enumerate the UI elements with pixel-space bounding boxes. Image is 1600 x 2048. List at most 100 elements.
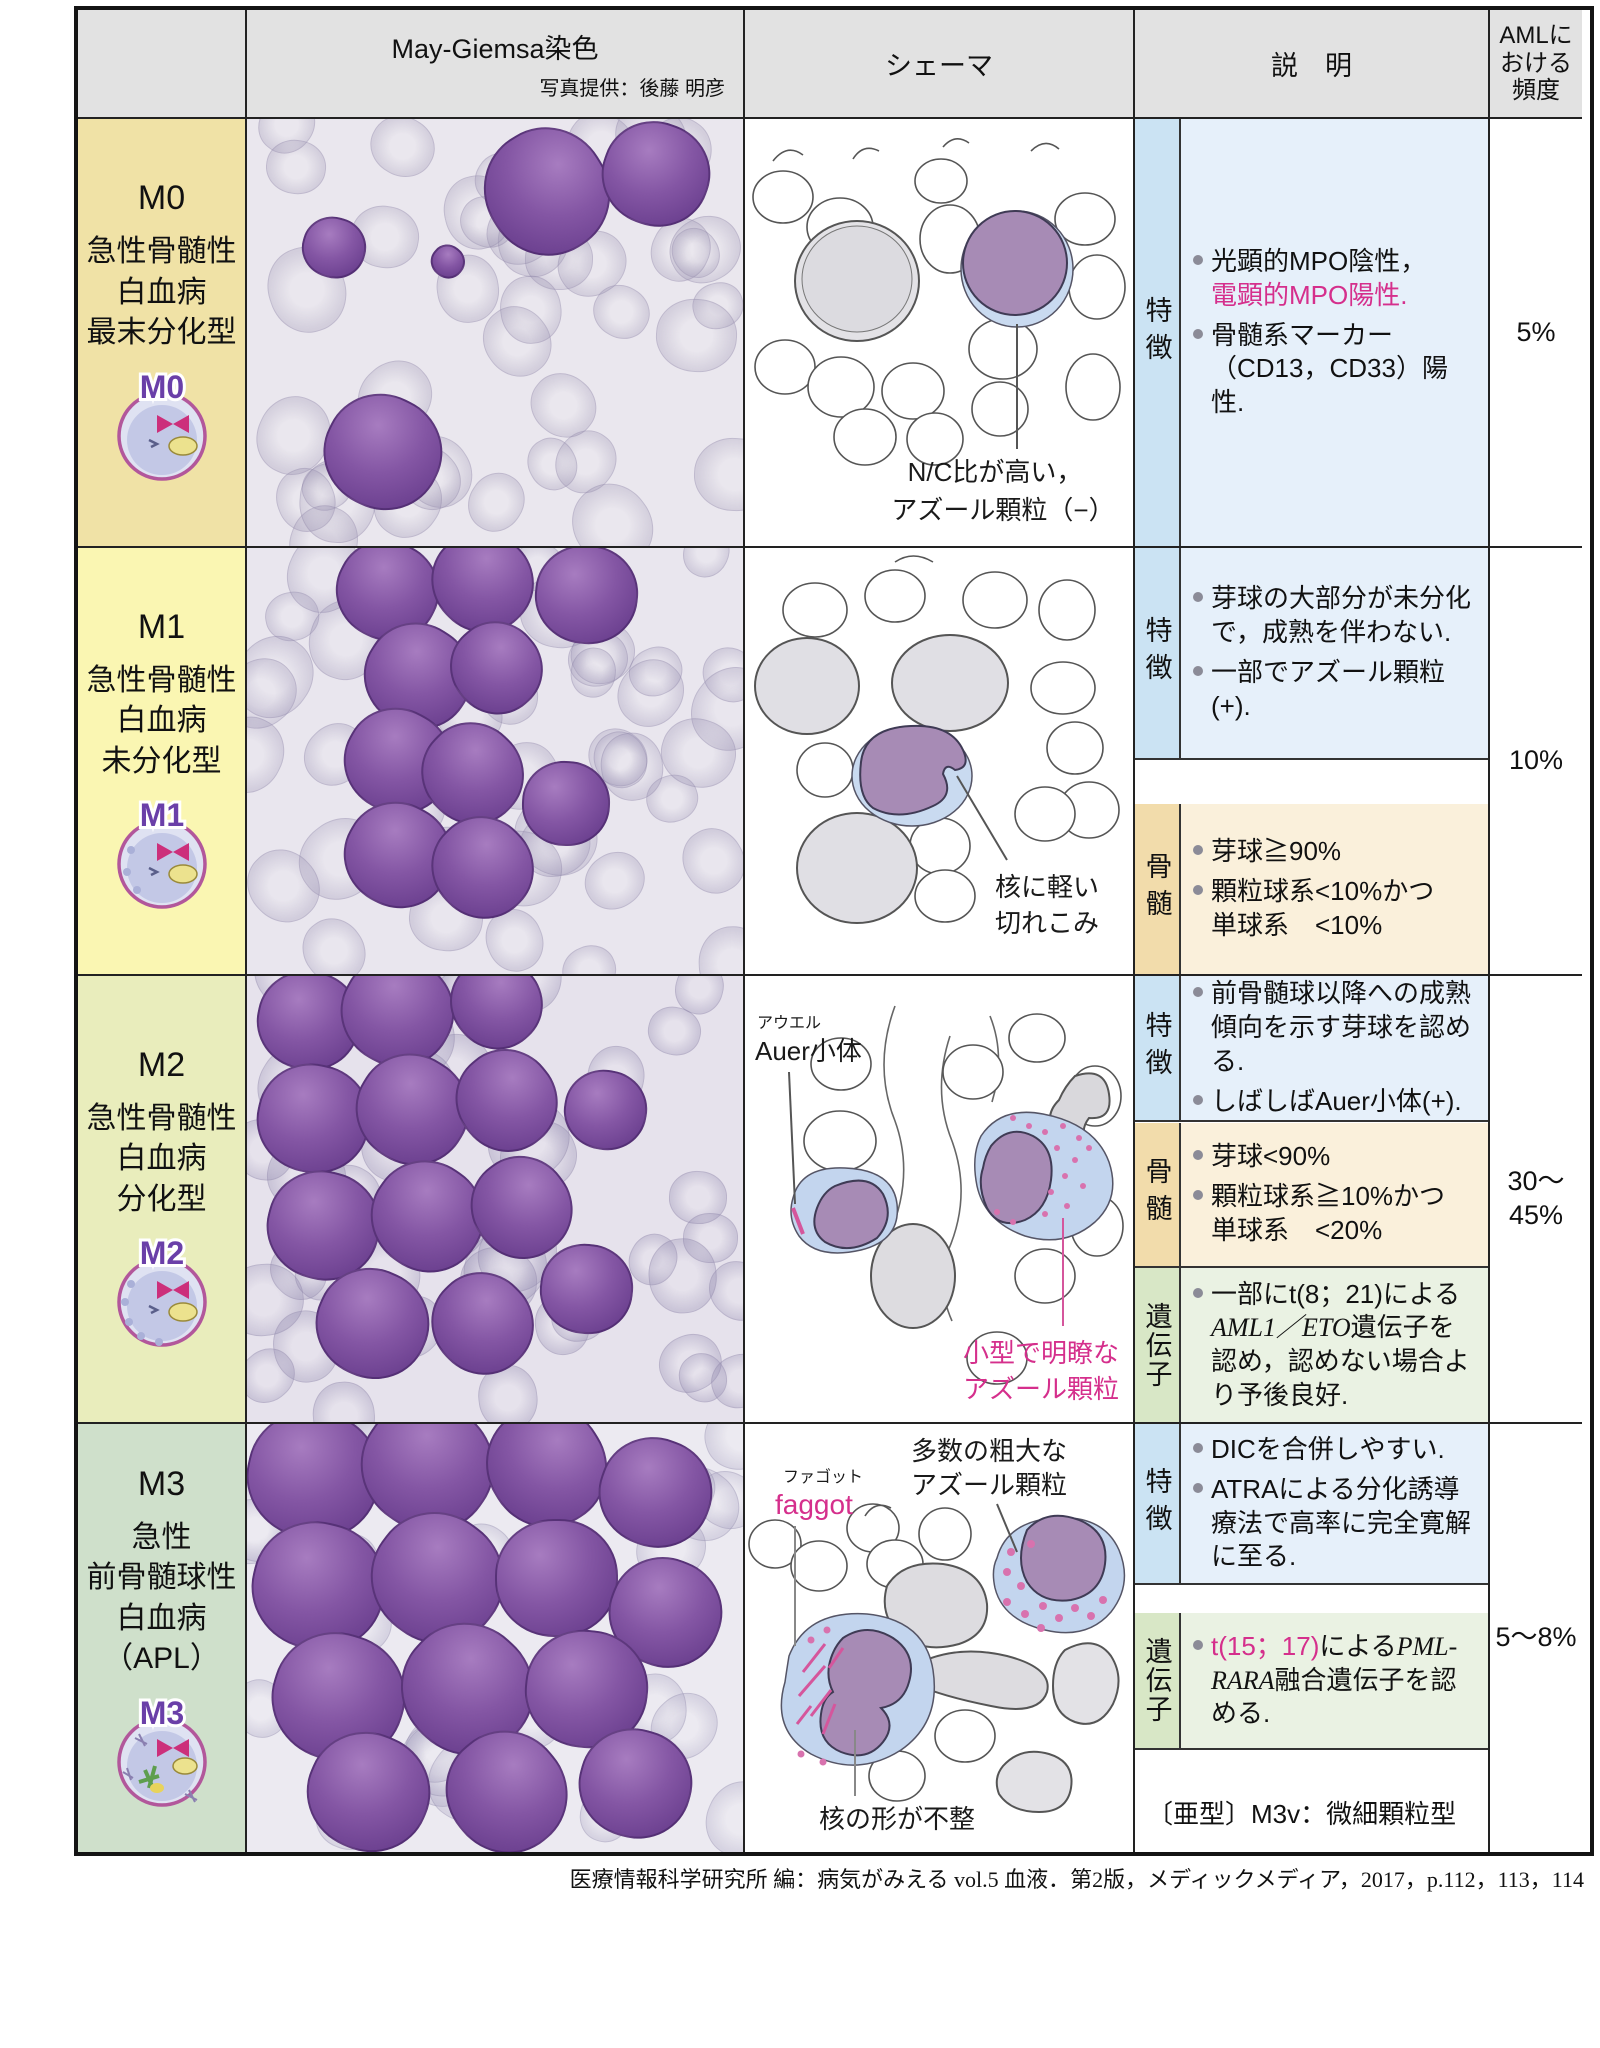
- svg-text:アズール顆粒（−）: アズール顆粒（−）: [891, 495, 1114, 525]
- list-item: DICを合併しやすい.: [1193, 1433, 1480, 1467]
- m0-photo-cell: [247, 119, 745, 548]
- m3-feature-content: DICを合併しやすい. ATRAによる分化誘導療法で高率に完全寛解に至る.: [1181, 1424, 1488, 1585]
- m0-cell-icon: M0: [116, 366, 207, 481]
- m0-may-giemsa-photo: [247, 119, 743, 546]
- m2-feature-label: 特徴: [1135, 976, 1181, 1122]
- m2-schema-cell: アウエル Auer小体 小型で明瞭な アズール顆粒: [745, 976, 1135, 1424]
- m1-may-giemsa-photo: [247, 548, 743, 974]
- m2-name-line: 急性骨髄性: [86, 1101, 237, 1135]
- row-label-m3: M3 急性 前骨髄球性 白血病（APL） M3: [78, 1424, 247, 1852]
- list-item: t(15；17)によるPML-RARA融合遺伝子を認める.: [1193, 1630, 1480, 1731]
- svg-text:小型で明瞭な: 小型で明瞭な: [963, 1338, 1119, 1368]
- header-photo-column: May-Giemsa染色 写真提供：後藤 明彦: [247, 10, 745, 119]
- m3-may-giemsa-photo: [247, 1424, 743, 1852]
- header-frequency-column: AMLに おける 頻度: [1490, 10, 1582, 119]
- row-label-m0: M0 急性骨髄性 白血病 最末分化型 M0: [78, 119, 247, 548]
- m1-name-line: 白血病: [116, 704, 207, 738]
- m3-schema-drawing: 多数の粗大な アズール顆粒 ファゴット faggot 核の形が不整: [748, 1436, 1126, 1834]
- svg-text:アズール顆粒: アズール顆粒: [911, 1470, 1067, 1500]
- m1-schema-cell: 核に軽い 切れこみ: [745, 548, 1135, 976]
- frequency-value: 5%: [1516, 316, 1556, 347]
- m2-marrow-content: 芽球<90% 顆粒球系≧10%かつ単球系 <20%: [1181, 1122, 1488, 1268]
- m0-code: M0: [137, 179, 186, 218]
- m3-subtype-note: 〔亜型〕M3v：微細顆粒型: [1135, 1778, 1488, 1852]
- m0-description: 特徴 光顕的MPO陰性，電顕的MPO陽性. 骨髄系マーカー（CD13，CD33）…: [1135, 119, 1490, 548]
- m0-schema-cell: N/C比が高い， アズール顆粒（−）: [745, 119, 1135, 548]
- bullet-icon: [1193, 845, 1203, 856]
- list-item: 芽球の大部分が未分化で，成熟を伴わない.: [1193, 582, 1480, 650]
- svg-text:多数の粗大な: 多数の粗大な: [911, 1436, 1067, 1466]
- svg-text:核の形が不整: 核の形が不整: [819, 1804, 975, 1834]
- photo-column-title: May-Giemsa染色: [391, 33, 599, 64]
- bullet-icon: [1193, 1639, 1203, 1650]
- m2-frequency: 30〜 45%: [1490, 976, 1582, 1424]
- bullet-icon: [1193, 1190, 1203, 1201]
- svg-text:Auer小体: Auer小体: [755, 1036, 862, 1066]
- header-schema-column: シェーマ: [745, 10, 1135, 119]
- frequency-value: 45%: [1508, 1200, 1564, 1230]
- m2-may-giemsa-photo: [247, 976, 743, 1422]
- list-item: 芽球≧90%: [1193, 835, 1480, 869]
- bullet-icon: [1193, 666, 1203, 676]
- m0-schema-drawing: N/C比が高い， アズール顆粒（−）: [752, 138, 1126, 525]
- header-rowlabel-spacer: [78, 10, 247, 119]
- frequency-value: 10%: [1508, 745, 1564, 776]
- m1-code: M1: [137, 607, 186, 646]
- svg-text:アズール顆粒: アズール顆粒: [963, 1374, 1119, 1404]
- freq-title-line: 頻度: [1512, 77, 1560, 105]
- frequency-value: 30〜: [1507, 1166, 1565, 1197]
- list-item: 前骨髄球以降への成熟傾向を示す芽球を認める.: [1193, 977, 1480, 1078]
- svg-text:アウエル: アウエル: [757, 1014, 821, 1032]
- photo-credit: 写真提供：後藤 明彦: [539, 77, 725, 100]
- svg-text:M2: M2: [139, 1235, 183, 1271]
- m3-gene-label: 遺伝子: [1135, 1613, 1181, 1751]
- m0-name-line: 急性骨髄性: [86, 235, 237, 269]
- citation: 医療情報科学研究所 編：病気がみえる vol.5 血液．第2版，メディックメディ…: [569, 1867, 1584, 1892]
- m0-feature-label: 特徴: [1135, 119, 1181, 546]
- list-item: しばしばAuer小体(+).: [1193, 1085, 1480, 1119]
- m3-schema-cell: 多数の粗大な アズール顆粒 ファゴット faggot 核の形が不整: [745, 1424, 1135, 1852]
- m2-cell-icon: M2: [116, 1232, 207, 1347]
- svg-text:M1: M1: [139, 797, 183, 833]
- m0-feature-content: 光顕的MPO陰性，電顕的MPO陽性. 骨髄系マーカー（CD13，CD33）陽性.: [1181, 119, 1488, 546]
- list-item: 一部でアズール顆粒(+).: [1193, 656, 1480, 724]
- row-label-m2: M2 急性骨髄性 白血病 分化型 M2: [78, 976, 247, 1424]
- m0-name-line: 最末分化型: [86, 316, 237, 350]
- m1-photo-cell: [247, 548, 745, 976]
- svg-text:N/C比が高い，: N/C比が高い，: [908, 457, 1083, 487]
- header-description-column: 説 明: [1135, 10, 1490, 119]
- m1-marrow-label: 骨髄: [1135, 804, 1181, 974]
- freq-title-line: AMLに: [1499, 22, 1573, 50]
- row-label-m1: M1 急性骨髄性 白血病 未分化型 M1: [78, 548, 247, 976]
- m2-marrow-label: 骨髄: [1135, 1122, 1181, 1268]
- m3-cell-icon: M3: [116, 1692, 207, 1807]
- m3-photo-cell: [247, 1424, 745, 1852]
- svg-text:M0: M0: [139, 369, 183, 405]
- m1-name-line: 急性骨髄性: [86, 663, 237, 697]
- list-item: 光顕的MPO陰性，電顕的MPO陽性.: [1193, 245, 1480, 313]
- m2-description: 特徴 前骨髄球以降への成熟傾向を示す芽球を認める. しばしばAuer小体(+).…: [1135, 976, 1490, 1424]
- m3-name-line: 白血病（APL）: [103, 1601, 220, 1676]
- list-item: 顆粒球系≧10%かつ単球系 <20%: [1193, 1180, 1480, 1248]
- bullet-icon: [1193, 1287, 1203, 1298]
- m1-cell-icon: M1: [116, 794, 207, 909]
- svg-text:M3: M3: [139, 1695, 183, 1731]
- m1-schema-drawing: 核に軽い 切れこみ: [754, 555, 1120, 938]
- list-item: 芽球<90%: [1193, 1140, 1480, 1174]
- m3-frequency: 5〜8%: [1490, 1424, 1582, 1852]
- m1-name-line: 未分化型: [101, 744, 222, 778]
- aml-classification-table: May-Giemsa染色 写真提供：後藤 明彦 シェーマ 説 明 AMLに おけ…: [74, 6, 1594, 1856]
- svg-text:ファゴット: ファゴット: [783, 1467, 863, 1486]
- svg-text:faggot: faggot: [775, 1489, 853, 1520]
- schema-column-title: シェーマ: [885, 51, 993, 81]
- m2-name-line: 白血病: [116, 1142, 207, 1176]
- m1-feature-content: 芽球の大部分が未分化で，成熟を伴わない. 一部でアズール顆粒(+).: [1181, 548, 1488, 760]
- m1-frequency: 10%: [1490, 548, 1582, 976]
- m2-photo-cell: [247, 976, 745, 1424]
- bullet-icon: [1193, 255, 1203, 265]
- m3-description: 特徴 DICを合併しやすい. ATRAによる分化誘導療法で高率に完全寛解に至る.…: [1135, 1424, 1490, 1852]
- list-item: 顆粒球系<10%かつ単球系 <10%: [1193, 875, 1480, 943]
- bullet-icon: [1193, 592, 1203, 603]
- m1-description: 特徴 芽球の大部分が未分化で，成熟を伴わない. 一部でアズール顆粒(+). 骨髄…: [1135, 548, 1490, 976]
- bullet-icon: [1193, 885, 1203, 896]
